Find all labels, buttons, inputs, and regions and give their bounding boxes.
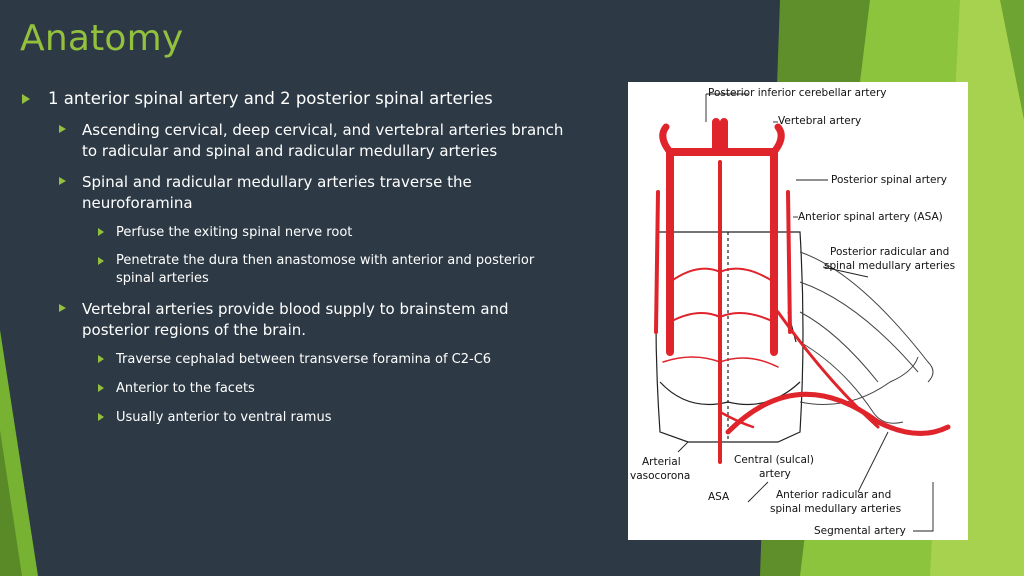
vasocorona-branch — [669, 312, 775, 323]
bullet-arrow-icon — [22, 94, 30, 104]
label-posterior-radicular-line2: spinal medullary arteries — [824, 260, 955, 272]
label-asa: ASA — [708, 491, 730, 503]
vasocorona-branch — [662, 356, 779, 368]
vertebral-artery-right — [720, 118, 778, 356]
bullet-level3: Traverse cephalad between transverse for… — [116, 352, 492, 367]
vertebral-artery-left — [666, 118, 720, 356]
pica-left — [659, 123, 674, 156]
leader-lines — [677, 93, 934, 532]
label-anterior-radicular-line2: spinal medullary arteries — [770, 503, 901, 515]
bullet-level2: Ascending cervical, deep cervical, and v… — [82, 121, 564, 160]
posterior-spinal-left — [654, 190, 660, 334]
vasocorona-branch — [669, 267, 775, 283]
label-segmental-artery: Segmental artery — [814, 525, 906, 537]
bullet-arrow-icon — [98, 257, 104, 265]
page-title: Anatomy — [20, 18, 184, 59]
spinal-cord-outline — [655, 231, 804, 443]
label-vertebral-artery: Vertebral artery — [778, 115, 861, 127]
spinal-artery-anatomy-figure: Posterior inferior cerebellar artery Ver… — [628, 82, 968, 540]
bullet-level3: Anterior to the facets — [116, 381, 255, 396]
label-central-line1: Central (sulcal) — [734, 454, 814, 466]
label-anterior-radicular-line1: Anterior radicular and — [776, 489, 891, 501]
anterior-radicular-branch — [776, 310, 880, 429]
green-facet-right-mid — [1000, 0, 1024, 120]
bullet-arrow-icon — [98, 384, 104, 392]
label-arterial-line2: vasocorona — [630, 470, 690, 482]
pica-right — [770, 123, 785, 156]
anatomy-illustration: Posterior inferior cerebellar artery Ver… — [630, 87, 955, 537]
bullet-arrow-icon — [98, 228, 104, 236]
posterior-spinal-right — [786, 190, 792, 334]
bullet-arrow-icon — [59, 304, 66, 312]
bullet-arrow-icon — [98, 355, 104, 363]
central-sulcal-artery — [718, 410, 755, 429]
arteries — [654, 118, 951, 464]
bullet-level3: Penetrate the dura then anastomose with … — [116, 253, 535, 286]
label-central-line2: artery — [759, 468, 791, 480]
label-anterior-spinal-artery: Anterior spinal artery (ASA) — [798, 211, 943, 223]
bullet-arrow-icon — [59, 125, 66, 133]
bullet-level3: Perfuse the exiting spinal nerve root — [116, 225, 353, 240]
bullet-level2: Spinal and radicular medullary arteries … — [82, 173, 472, 212]
bullet-level2: Vertebral arteries provide blood supply … — [82, 300, 509, 339]
bullet-level3: Usually anterior to ventral ramus — [116, 410, 332, 425]
bullet-level1: 1 anterior spinal artery and 2 posterior… — [48, 89, 493, 108]
label-posterior-spinal-artery: Posterior spinal artery — [831, 174, 947, 186]
bullet-arrow-icon — [59, 177, 66, 185]
nerve-roots — [799, 251, 934, 424]
green-facet-left-dark — [0, 430, 22, 576]
bullet-arrow-icon — [98, 413, 104, 421]
segmental-artery — [725, 391, 951, 436]
label-posterior-radicular-line1: Posterior radicular and — [830, 246, 949, 258]
label-pica: Posterior inferior cerebellar artery — [708, 87, 886, 99]
label-arterial-line1: Arterial — [642, 456, 681, 468]
